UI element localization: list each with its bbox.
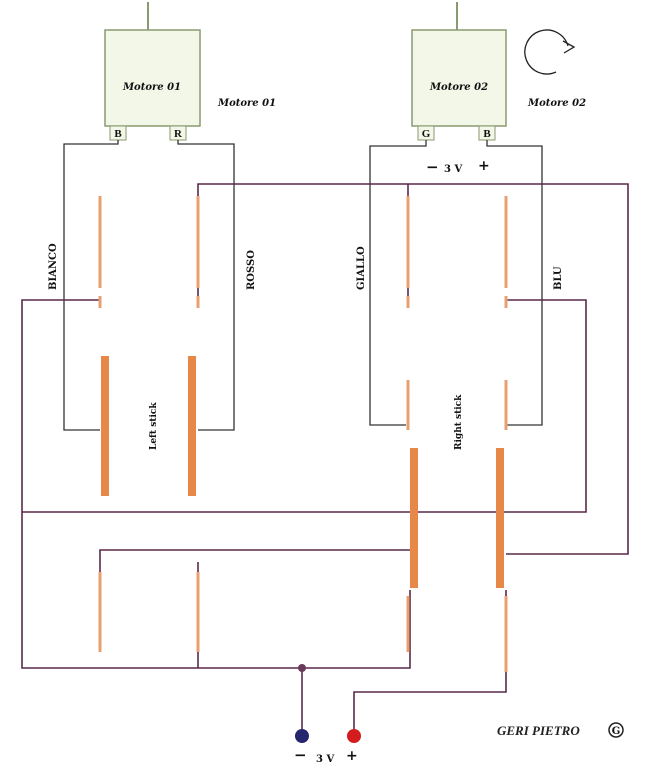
wire-positive-lead	[353, 590, 507, 730]
wire-blu	[486, 140, 543, 426]
wire-bus-middle	[22, 299, 587, 513]
wire-bianco	[63, 140, 119, 431]
motor-supply-plus: +	[478, 158, 490, 174]
label-giallo: GIALLO	[356, 246, 367, 290]
motor-01-pin-b-label: B	[114, 128, 122, 140]
rotation-arrow-icon	[524, 29, 576, 75]
label-right-stick: Right stick	[454, 394, 464, 450]
junction-node	[298, 664, 306, 672]
label-blu: BLU	[553, 266, 564, 290]
left-stick-slider-a	[101, 356, 109, 496]
wire-bus-left	[21, 299, 411, 669]
motor-01-box	[104, 29, 201, 127]
motor-02-pin-g-label: G	[422, 128, 431, 140]
positive-terminal	[347, 729, 361, 743]
motor-supply-minus: −	[426, 158, 439, 176]
motor-supply-voltage: 3 V	[444, 164, 462, 175]
motor-02-pin-b-label: B	[483, 128, 491, 140]
label-bianco: BIANCO	[48, 243, 59, 290]
motor-01-pin-r-label: R	[174, 128, 183, 140]
copper-contacts	[98, 196, 508, 672]
motor-01-side-label: Motore 01	[217, 98, 276, 109]
label-left-stick: Left stick	[149, 402, 159, 450]
negative-terminal	[295, 729, 309, 743]
main-supply-voltage: 3 V	[316, 754, 334, 765]
right-stick-slider-b	[496, 448, 504, 588]
signature-name: GERI PIETRO	[497, 723, 580, 738]
main-supply-minus: −	[294, 746, 307, 764]
motor-02-label: Motore 02	[429, 82, 488, 93]
main-supply-plus: +	[346, 748, 358, 764]
wire-giallo	[369, 140, 427, 426]
motor-02-side-label: Motore 02	[527, 98, 586, 109]
signature-logo: G	[608, 722, 624, 738]
label-rosso: ROSSO	[246, 250, 257, 290]
motor-01-label: Motore 01	[122, 82, 181, 93]
motor-02-box	[411, 29, 507, 127]
wire-rosso	[177, 140, 235, 431]
svg-text:G: G	[612, 726, 621, 737]
wire-bus-lower	[99, 549, 410, 590]
right-stick-slider-a	[410, 448, 418, 588]
left-stick-slider-b	[188, 356, 196, 496]
